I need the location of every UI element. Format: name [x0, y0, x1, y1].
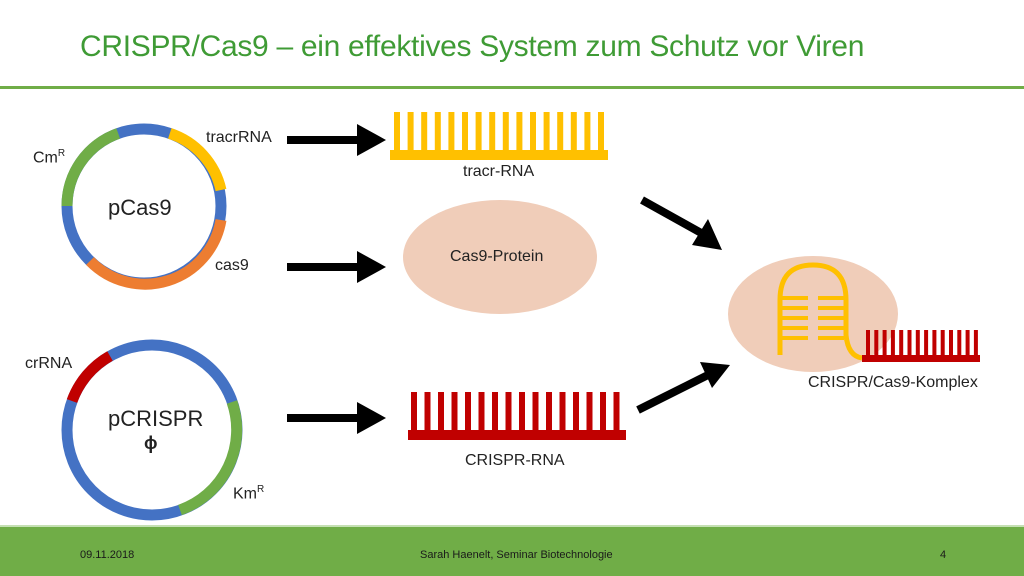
tracrrna-gene-label: tracrRNA: [206, 129, 272, 146]
arrows: [287, 124, 730, 434]
cas9-protein-ellipse: [403, 200, 597, 314]
tracr-tooth: [475, 112, 482, 152]
footer-page-number: 4: [940, 549, 947, 561]
complex-ellipse: [728, 256, 898, 372]
arrow-to-protein: [287, 251, 386, 283]
hairpin-arc: [777, 262, 863, 361]
crispr-tooth: [478, 392, 485, 432]
crispr-backbone: [408, 430, 626, 440]
tracr-tooth: [462, 112, 468, 152]
footer-author: Sarah Haenelt, Seminar Biotechnologie: [420, 549, 613, 561]
crispr-rna-comb: [408, 392, 626, 440]
arrow-to-crispr: [287, 402, 386, 434]
complex-hairpin: [777, 262, 863, 361]
complex-crispr-comb: [862, 330, 980, 362]
crispr-tooth: [505, 392, 512, 432]
cas9-gene-label: cas9: [215, 257, 249, 274]
arrow-to-tracr: [287, 124, 386, 156]
tracr-tooth: [570, 112, 577, 152]
crispr-tooth: [559, 392, 566, 432]
crispr-tooth: [573, 392, 579, 432]
plasmid-pcrispr: [61, 339, 243, 521]
complex-crispr-tooth: [940, 330, 945, 357]
crispr-tooth: [613, 392, 620, 432]
tracr-tooth: [407, 112, 414, 152]
tracr-rna-comb: [390, 112, 608, 160]
crispr-tooth: [600, 392, 606, 432]
pcas9-cmr-segment: [61, 128, 121, 207]
complex-crispr-tooth: [924, 330, 929, 357]
tracr-tooth: [502, 112, 509, 152]
crispr-tooth: [519, 392, 525, 432]
arrow-crispr-to-complex: [636, 362, 730, 414]
cas9-protein-label: Cas9-Protein: [450, 248, 544, 265]
complex-crispr-tooth: [965, 330, 970, 357]
complex-label: CRISPR/Cas9-Komplex: [808, 374, 978, 391]
tracr-tooth: [448, 112, 455, 152]
complex-crispr-tooth: [932, 330, 937, 357]
complex-crispr-tooth: [874, 330, 879, 357]
crispr-tooth: [532, 392, 539, 432]
crispr-tooth: [546, 392, 552, 432]
tracr-rna-label: tracr-RNA: [463, 163, 535, 180]
footer-date: 09.11.2018: [80, 549, 135, 561]
arrow-tracr-to-complex: [640, 196, 722, 250]
complex-crispr-tooth: [866, 330, 870, 357]
complex-crispr-tooth: [882, 330, 887, 357]
crispr-tooth: [451, 392, 458, 432]
tracr-tooth: [394, 112, 400, 152]
pcas9-name: pCas9: [108, 195, 172, 220]
crispr-tooth: [586, 392, 593, 432]
crispr-tooth: [492, 392, 498, 432]
tracr-tooth: [543, 112, 550, 152]
tracr-tooth: [530, 112, 536, 152]
crispr-rna-label: CRISPR-RNA: [465, 452, 565, 469]
complex-crispr-tooth: [949, 330, 953, 357]
footer-bar: [0, 527, 1024, 576]
pcas9-tracrrna-segment: [167, 128, 227, 192]
pcrispr-name: pCRISPR: [108, 406, 204, 431]
tracr-tooth: [557, 112, 564, 152]
kmr-label: KmR: [233, 484, 265, 503]
crispr-cas9-complex: [728, 256, 980, 372]
title-divider: [0, 86, 1024, 89]
plasmid-pcas9: [61, 123, 227, 290]
tracr-tooth: [421, 112, 428, 152]
slide-title: CRISPR/Cas9 – ein effektives System zum …: [80, 30, 865, 63]
crispr-tooth: [465, 392, 471, 432]
complex-crispr-backbone: [862, 355, 980, 362]
crispr-tooth: [424, 392, 431, 432]
complex-crispr-tooth: [890, 330, 895, 357]
crispr-tooth: [411, 392, 417, 432]
crispr-tooth: [438, 392, 444, 432]
cmr-label: CmR: [33, 148, 66, 167]
tracr-tooth: [598, 112, 604, 152]
complex-crispr-tooth: [899, 330, 904, 357]
phi-symbol: ɸ: [144, 433, 158, 453]
tracr-tooth: [516, 112, 523, 152]
tracr-tooth: [584, 112, 591, 152]
tracr-tooth: [434, 112, 441, 152]
pcas9-cas9-segment: [86, 218, 227, 290]
crrna-label: crRNA: [25, 355, 73, 372]
complex-crispr-tooth: [915, 330, 920, 357]
footer-divider: [0, 525, 1024, 527]
complex-crispr-tooth: [957, 330, 962, 357]
pcrispr-crrna-segment: [66, 351, 113, 404]
pcrispr-kmr-segment: [178, 400, 243, 516]
tracr-tooth: [489, 112, 496, 152]
tracr-backbone: [390, 150, 608, 160]
complex-crispr-tooth: [973, 330, 978, 357]
complex-crispr-tooth: [907, 330, 912, 357]
